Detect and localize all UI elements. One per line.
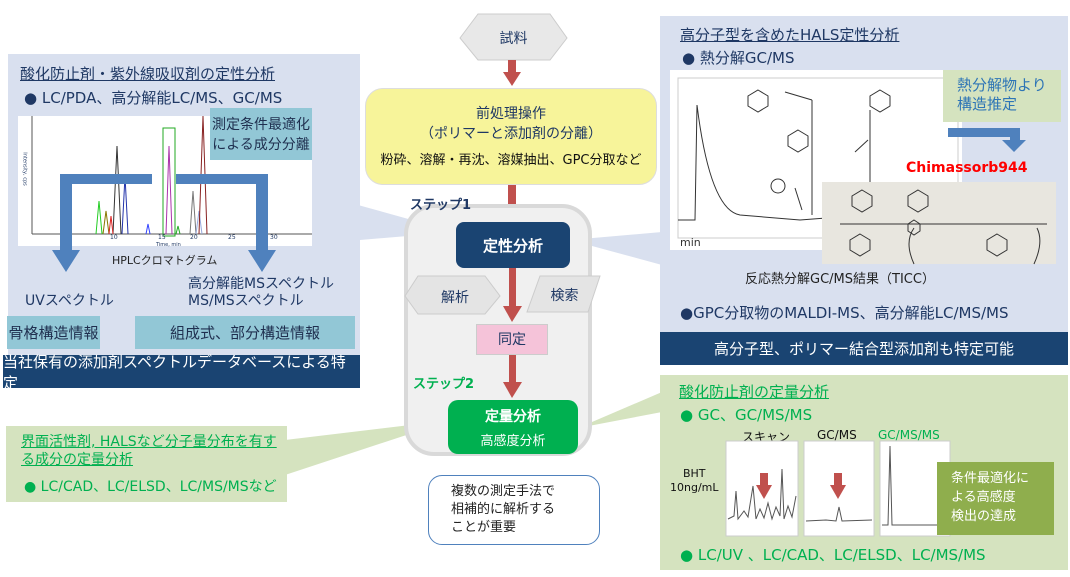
- ms-line: MS/MSスペクトル: [188, 293, 304, 309]
- callout-line: 測定条件最適化: [212, 117, 310, 133]
- pretreatment-title: 前処理操作: [476, 106, 546, 122]
- sample-label: 試料: [499, 31, 528, 47]
- chimassorb-structure: [822, 182, 1056, 265]
- callout-line: 条件最適化に: [951, 471, 1030, 486]
- callout-line: よる高感度: [951, 490, 1016, 505]
- down-right-arrow: [948, 128, 1026, 152]
- bullet-text: GPC分取物のMALDI-MS、高分解能LC/MS/MS: [693, 304, 1009, 322]
- pyrolysis-caption: 反応熱分解GC/MS結果（TICC）: [745, 272, 935, 287]
- step1-label: ステップ1: [410, 198, 472, 213]
- note-line: 複数の測定手法で: [451, 484, 556, 499]
- pyrolysis-callout: 熱分解物より 構造推定: [943, 70, 1061, 122]
- ms-info-box: 組成式、部分構造情報: [135, 316, 355, 349]
- left-bottom-panel: [6, 426, 287, 502]
- identification-box: 同定: [476, 324, 548, 355]
- callout-right-bottom: [578, 392, 662, 428]
- x-tick: 15: [158, 234, 166, 241]
- pretreatment-methods: 粉砕、溶解・再沈、溶媒抽出、GPC分取など: [380, 153, 642, 168]
- analysis-label: 解析: [441, 290, 469, 306]
- bullet-text: LC/CAD、LC/ELSD、LC/MS/MSなど: [40, 479, 277, 495]
- callout-right-top: [570, 232, 662, 265]
- left-panel-title: 酸化防止剤・紫外線吸収剤の定性分析: [20, 65, 276, 83]
- callout-line: 検出の達成: [951, 509, 1017, 524]
- split-arrows: [52, 174, 276, 272]
- left-footer: 当社保有の添加剤スペクトルデータベースによる特定: [3, 353, 360, 392]
- callout-line: による成分分離: [212, 137, 310, 153]
- callout-line: 構造推定: [957, 95, 1018, 113]
- x-tick: 20: [190, 234, 198, 241]
- uv-info-box: 骨格構造情報: [7, 316, 100, 349]
- ms-line: 高分解能MSスペクトル: [188, 276, 334, 292]
- sensitivity-callout: 条件最適化に よる高感度 検出の達成: [937, 462, 1054, 535]
- note-line: 相補的に解析する: [451, 502, 556, 517]
- bullet-text: GC、GC/MS/MS: [697, 406, 813, 424]
- right-bottom-bullet2: ● LC/UV 、LC/CAD、LC/ELSD、LC/MS/MS: [680, 546, 986, 564]
- bullet-text: LC/PDA、高分解能LC/MS、GC/MS: [41, 89, 283, 107]
- bullet-text: 熱分解GC/MS: [699, 49, 795, 67]
- x-tick: 10: [110, 234, 118, 241]
- note-line: ことが重要: [451, 520, 517, 535]
- note-box: 複数の測定手法で 相補的に解析する ことが重要: [428, 475, 600, 545]
- left-panel-bullet: ● LC/PDA、高分解能LC/MS、GC/MS: [24, 89, 283, 107]
- qualitative-analysis-box: 定性分析: [456, 222, 570, 268]
- right-bottom-bullet1: ● GC、GC/MS/MS: [680, 406, 813, 424]
- separation-callout: 測定条件最適化 による成分分離: [210, 108, 312, 160]
- right-top-title: 高分子型を含めたHALS定性分析: [680, 26, 900, 44]
- quantitative-analysis-box: 定量分析 高感度分析: [448, 400, 578, 454]
- sample-line: 10ng/mL: [670, 481, 719, 494]
- ms-spectrum-label: 高分解能MSスペクトル MS/MSスペクトル: [188, 276, 334, 310]
- uv-spectrum-label: UVスペクトル: [25, 293, 114, 309]
- sample-line: BHT: [682, 467, 706, 480]
- chart-label-gcmsms: GC/MS/MS: [878, 428, 940, 442]
- left-bottom-title: 界面活性剤, HALSなど分子量分布を有する成分の定量分析: [21, 434, 277, 468]
- x-axis-title: Time, min: [156, 242, 181, 248]
- bullet-text: LC/UV 、LC/CAD、LC/ELSD、LC/MS/MS: [697, 546, 986, 564]
- step2-label: ステップ2: [413, 377, 475, 392]
- chart-label-gcms: GC/MS: [817, 428, 857, 442]
- quantitative-title: 定量分析: [485, 409, 541, 425]
- sample-hexagon: [459, 13, 568, 61]
- sample-label-bht: BHT 10ng/mL: [670, 467, 719, 495]
- pretreatment-box: 前処理操作 （ポリマーと添加剤の分離） 粉砕、溶解・再沈、溶媒抽出、GPC分取な…: [365, 88, 657, 185]
- axis-label-min: min: [680, 236, 701, 249]
- hplc-label: HPLCクロマトグラム: [112, 254, 218, 267]
- x-tick: 30: [270, 234, 278, 241]
- right-top-footer: 高分子型、ポリマー結合型添加剤も特定可能: [660, 332, 1068, 365]
- callout-line: 熱分解物より: [957, 76, 1047, 94]
- x-tick: 25: [228, 234, 236, 241]
- right-bottom-title: 酸化防止剤の定量分析: [679, 383, 830, 401]
- right-top-bullet2: ●GPC分取物のMALDI-MS、高分解能LC/MS/MS: [680, 304, 1009, 322]
- quantitative-subtitle: 高感度分析: [480, 434, 546, 449]
- pretreatment-subtitle: （ポリマーと添加剤の分離）: [420, 126, 602, 142]
- right-top-bullet1: ● 熱分解GC/MS: [682, 49, 795, 67]
- search-label: 検索: [550, 288, 579, 304]
- sensitivity-charts: [725, 440, 951, 537]
- left-bottom-bullet: ● LC/CAD、LC/ELSD、LC/MS/MSなど: [24, 479, 277, 495]
- compound-name: Chimassorb944: [906, 160, 1028, 176]
